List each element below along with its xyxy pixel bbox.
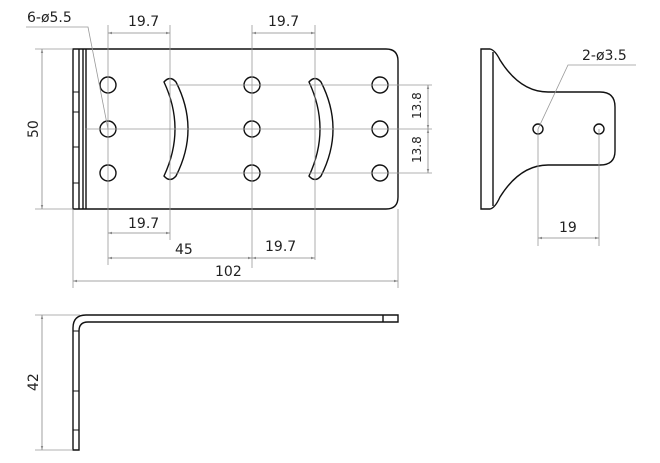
dim-overall-length: 102	[215, 264, 242, 280]
dim-top-left: 19.7	[128, 14, 159, 30]
dim-bottom-left: 19.7	[128, 216, 159, 232]
dim-top-right: 19.7	[268, 14, 299, 30]
top-view-dimensions: 6-ø5.5 19.7 19.7 50 13.8 13.8 19.7 45 19…	[26, 10, 432, 288]
dim-leg-height: 42	[26, 373, 42, 391]
dim-row-lower: 13.8	[410, 136, 424, 163]
dim-row-upper: 13.8	[410, 92, 424, 119]
holes-callout-side: 2-ø3.5	[582, 48, 627, 64]
holes-callout-main: 6-ø5.5	[27, 10, 72, 26]
dim-side-holes: 19	[559, 220, 577, 236]
dim-center-offset: 45	[175, 242, 193, 258]
arc-slot-right	[308, 77, 334, 181]
front-view: 42	[26, 314, 399, 451]
side-view: 2-ø3.5 19	[480, 48, 636, 246]
arc-slot-left	[163, 77, 189, 181]
dim-right-slot: 19.7	[265, 239, 296, 255]
dim-height: 50	[26, 120, 42, 138]
